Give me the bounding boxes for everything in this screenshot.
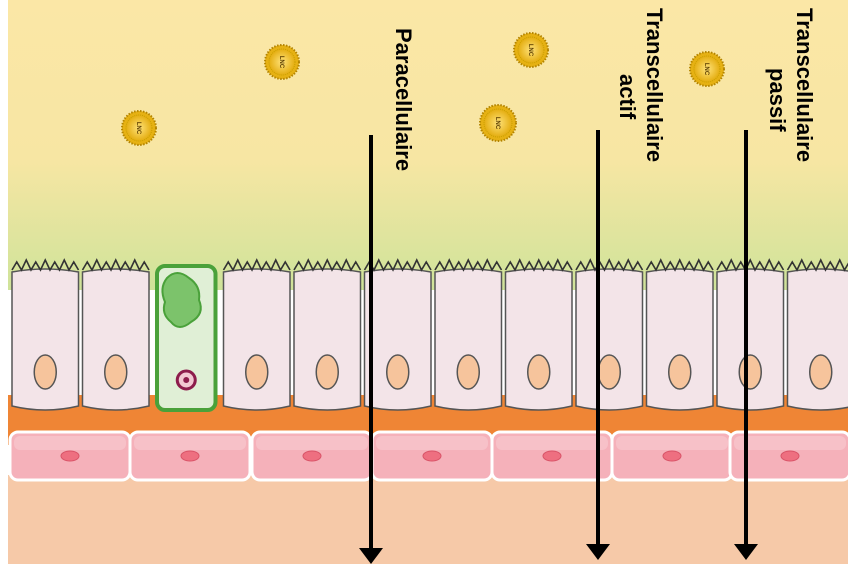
endothelial-nucleus — [61, 451, 79, 461]
epithelial-cell — [647, 260, 714, 410]
label-transcellular-passive: Transcellulaire — [792, 8, 817, 162]
endothelial-cell — [130, 432, 250, 480]
endothelial-nucleus — [181, 451, 199, 461]
cell-nucleus — [528, 355, 550, 389]
cell-nucleus — [105, 355, 127, 389]
epithelial-cell — [365, 260, 432, 410]
label-transcellular-passive-line1: Transcellulaire — [792, 8, 817, 162]
label-paracellular: Paracellulaire — [391, 28, 416, 171]
cell-nucleus — [387, 355, 409, 389]
endothelial-cell — [252, 432, 372, 480]
cell-nucleus — [598, 355, 620, 389]
cell-nucleus — [739, 355, 761, 389]
epithelial-cell — [717, 260, 784, 410]
epithelial-cell — [788, 260, 848, 410]
cell-nucleus — [457, 355, 479, 389]
epithelial-cell — [435, 260, 502, 410]
epithelial-cell — [506, 260, 573, 410]
endothelial-cell — [372, 432, 492, 480]
label-transcellular-active-line2: actif — [615, 74, 640, 120]
cell-nucleus — [810, 355, 832, 389]
lnc-label: LNC — [278, 56, 284, 69]
label-transcellular-active-line1: Transcellulaire — [642, 8, 667, 162]
cell-nucleus — [246, 355, 268, 389]
label-transcellular-passive-2: passif — [765, 68, 790, 132]
epithelial-cell — [224, 260, 291, 410]
endothelial-cell — [612, 432, 732, 480]
epithelial-cell — [12, 260, 79, 410]
lnc-particle: LNC — [480, 105, 516, 141]
endothelial-nucleus — [781, 451, 799, 461]
lnc-label: LNC — [135, 122, 141, 135]
lnc-particle: LNC — [122, 111, 156, 145]
epithelial-cell — [576, 260, 643, 410]
lnc-label: LNC — [494, 117, 500, 130]
label-transcellular-active: Transcellulaire — [642, 8, 667, 162]
label-transcellular-active-2: actif — [615, 74, 640, 120]
cell-nucleus — [316, 355, 338, 389]
epithelial-layer — [12, 260, 848, 410]
goblet-cell — [157, 266, 216, 410]
endothelial-nucleus — [303, 451, 321, 461]
label-transcellular-passive-line2: passif — [765, 68, 790, 132]
label-paracellular-line1: Paracellulaire — [391, 28, 416, 171]
lnc-particle: LNC — [514, 33, 548, 67]
cell-nucleus — [34, 355, 56, 389]
lnc-particle: LNC — [690, 52, 724, 86]
endothelial-nucleus — [663, 451, 681, 461]
endothelial-nucleus — [423, 451, 441, 461]
endothelial-cell — [10, 432, 130, 480]
epithelial-cell — [83, 260, 150, 410]
endothelial-layer — [10, 432, 848, 480]
lnc-label: LNC — [527, 44, 533, 57]
epithelial-cell — [294, 260, 361, 410]
cell-nucleus — [669, 355, 691, 389]
endothelial-cell — [492, 432, 612, 480]
connective-tissue — [8, 475, 848, 564]
lnc-particle: LNC — [265, 45, 299, 79]
lnc-label: LNC — [703, 63, 709, 76]
endothelial-nucleus — [543, 451, 561, 461]
